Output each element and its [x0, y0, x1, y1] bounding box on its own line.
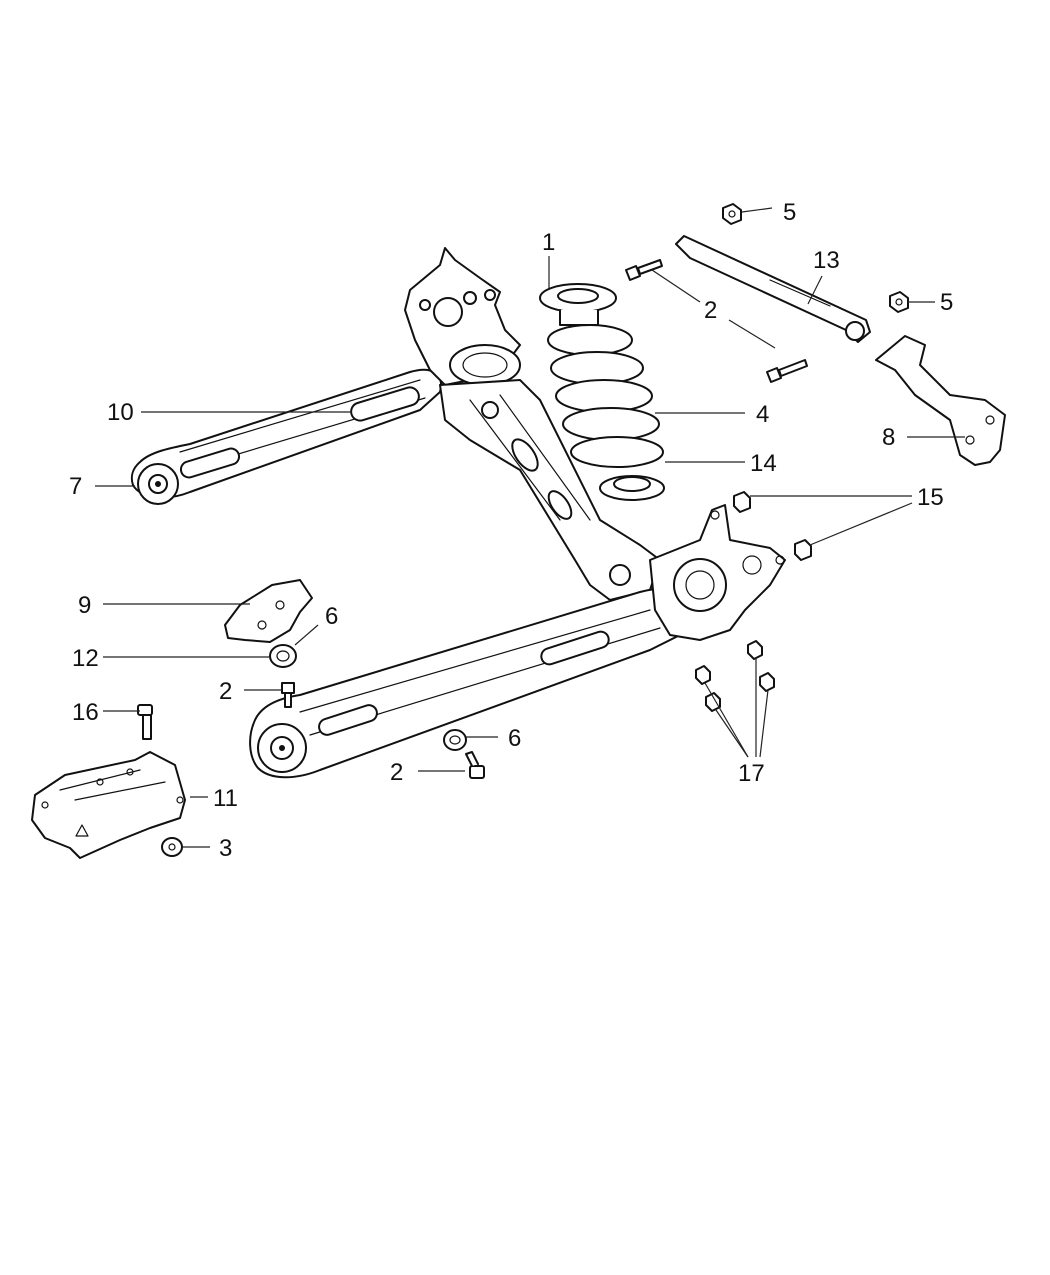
bolt-17-b [705, 692, 721, 712]
nut-5-right [889, 291, 909, 313]
bolt-2-middle [766, 359, 808, 383]
upper-knuckle-bracket [404, 247, 521, 386]
callout-6-lower: 6 [508, 725, 521, 752]
leader-lines [95, 207, 965, 848]
lower-knuckle [649, 504, 786, 641]
callout-10: 10 [107, 399, 134, 426]
callout-12: 12 [72, 645, 99, 672]
callout-6-upper: 6 [325, 603, 338, 630]
lower-trailing-arm [249, 587, 701, 779]
callout-2-upper: 2 [704, 297, 717, 324]
callout-11: 11 [213, 785, 238, 812]
callout-8: 8 [882, 424, 895, 451]
bolt-2-upper [625, 259, 663, 281]
callout-7: 7 [69, 473, 82, 500]
callout-1: 1 [542, 229, 555, 256]
callout-13: 13 [813, 247, 840, 274]
bushing-12 [269, 644, 297, 668]
splash-shield [31, 751, 186, 859]
callout-5-right: 5 [940, 289, 953, 316]
callout-16: 16 [72, 699, 99, 726]
bolt-17-d [759, 672, 775, 692]
bolt-16 [137, 704, 153, 740]
mount-bracket-right [875, 335, 1006, 466]
callout-15: 15 [917, 484, 944, 511]
callout-5-top: 5 [783, 199, 796, 226]
nut-3 [161, 837, 183, 857]
coil-spring [539, 283, 665, 501]
bolt-17-c [747, 640, 763, 660]
callout-17: 17 [738, 760, 765, 787]
callout-numbers: 1 5 13 5 2 10 4 8 14 7 15 9 6 12 2 16 6 … [69, 199, 953, 862]
bolt-2-left [281, 682, 295, 708]
bolt-2-lower [465, 751, 485, 779]
upper-trailing-arm [130, 368, 442, 505]
nut-5-top [722, 203, 742, 225]
bracket-9 [224, 579, 313, 643]
lateral-link [675, 235, 871, 343]
bolt-15-lower [794, 539, 812, 561]
bushing-6-lower [443, 729, 467, 751]
callout-2-lower: 2 [390, 759, 403, 786]
callout-3: 3 [219, 835, 232, 862]
bolt-17-a [695, 665, 711, 685]
callout-9: 9 [78, 592, 91, 619]
callout-2-left: 2 [219, 678, 232, 705]
callout-14: 14 [750, 450, 777, 477]
callout-4: 4 [756, 401, 769, 428]
bolt-15-upper [733, 491, 751, 513]
fasteners [137, 203, 909, 857]
